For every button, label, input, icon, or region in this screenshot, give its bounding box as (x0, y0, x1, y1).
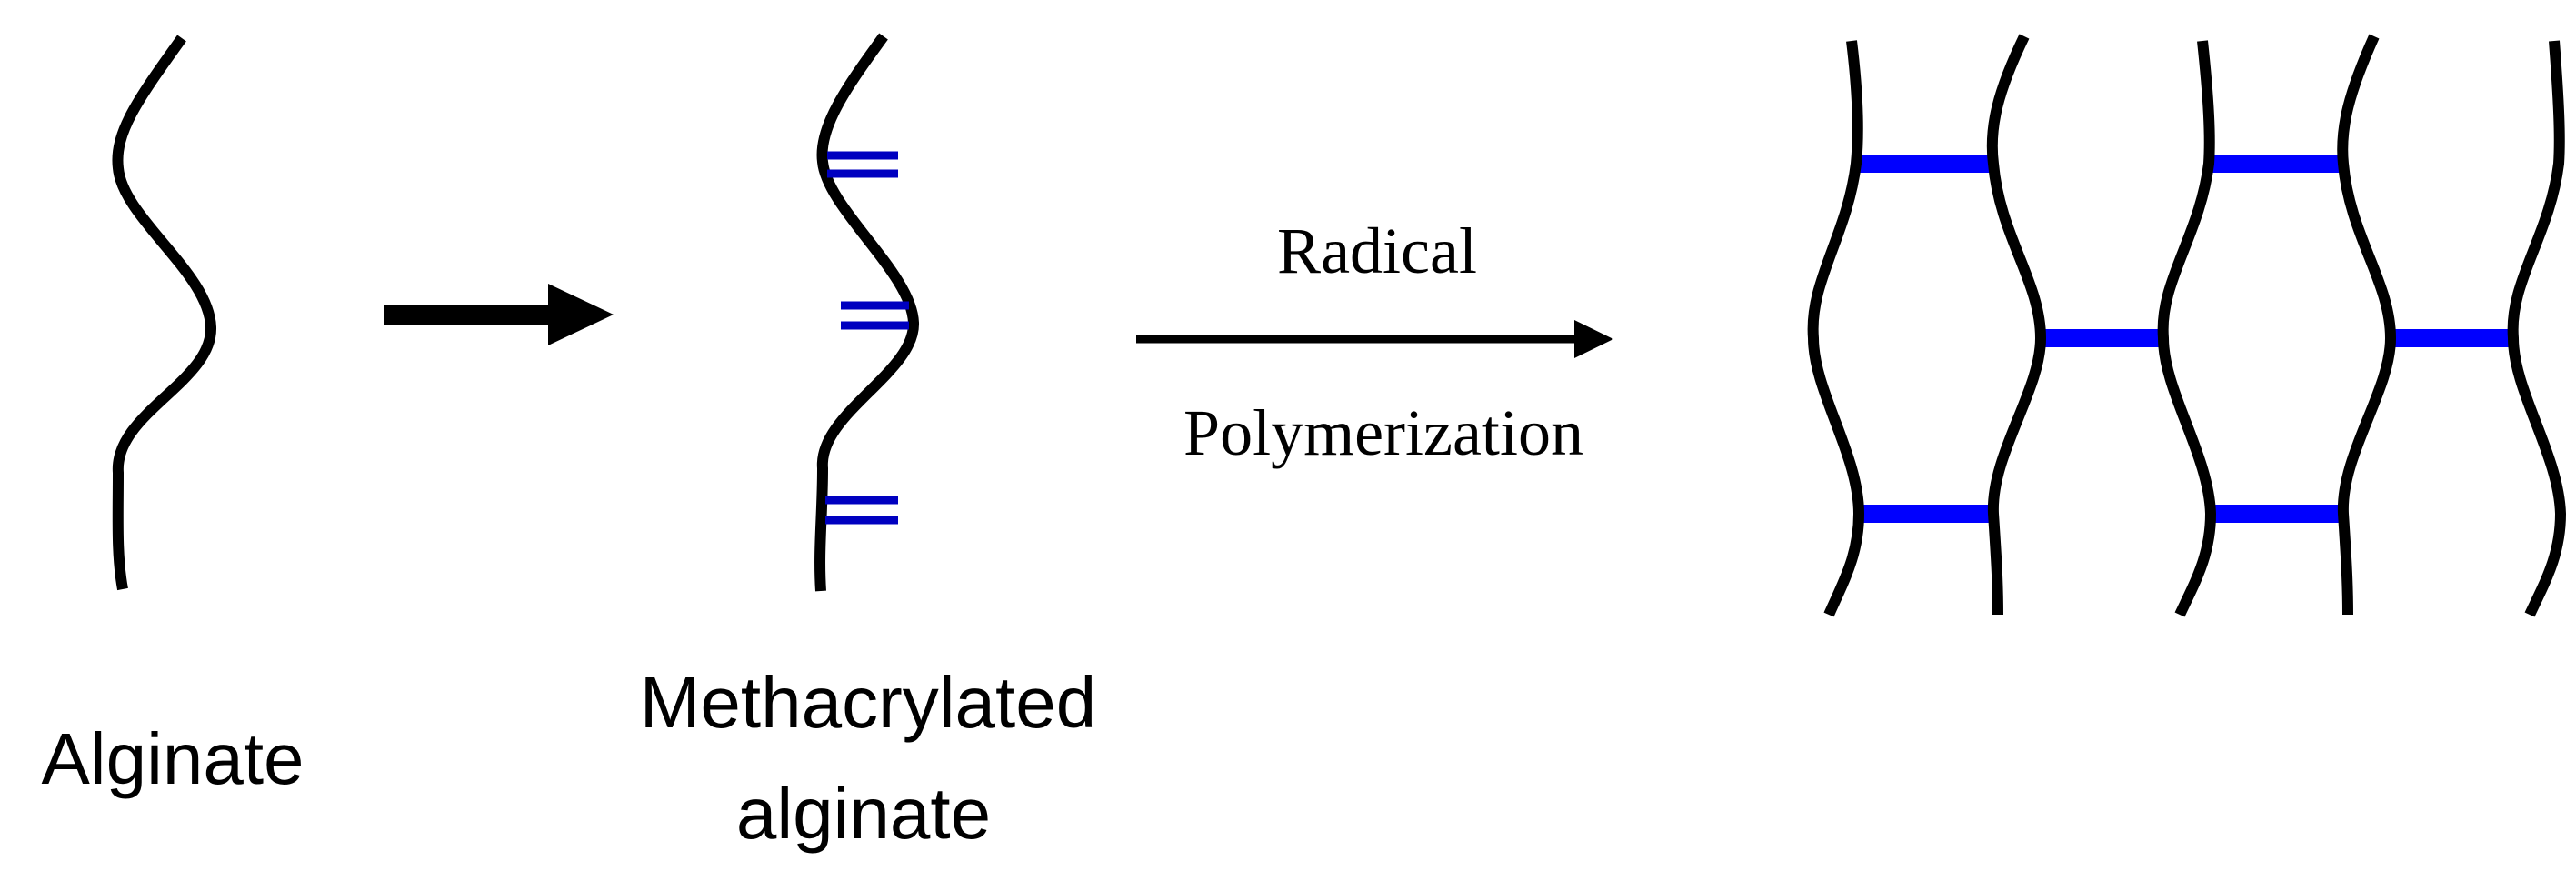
methacrylate-group-bottom (825, 496, 898, 525)
alginate-chain (112, 35, 217, 591)
conversion-arrow-head (548, 284, 614, 345)
network-chain (2157, 40, 2217, 617)
methacrylated-alginate-chain (814, 33, 920, 592)
methacrylate-group-middle (841, 301, 909, 330)
reaction-arrow-head (1574, 320, 1613, 358)
reaction-label-radical: Radical (1277, 215, 1477, 287)
network-chain (2507, 40, 2567, 617)
conversion-arrow (384, 284, 614, 345)
network-chain (1986, 34, 2047, 616)
methacrylated-alginate-stage: Methacrylated alginate (640, 33, 1096, 854)
reaction-label-polymerization: Polymerization (1183, 396, 1583, 469)
network-chain (1807, 40, 1865, 617)
methacrylated-alginate-label-line1: Methacrylated (640, 662, 1096, 743)
network-chain (2337, 34, 2397, 616)
alginate-stage: Alginate (41, 35, 305, 799)
crosslinked-network (1807, 34, 2567, 617)
methacrylated-alginate-label-line2: alginate (736, 773, 991, 854)
alginate-label: Alginate (41, 718, 304, 799)
reaction-arrow: Radical Polymerization (1136, 215, 1613, 469)
methacrylate-group-top (827, 151, 898, 178)
